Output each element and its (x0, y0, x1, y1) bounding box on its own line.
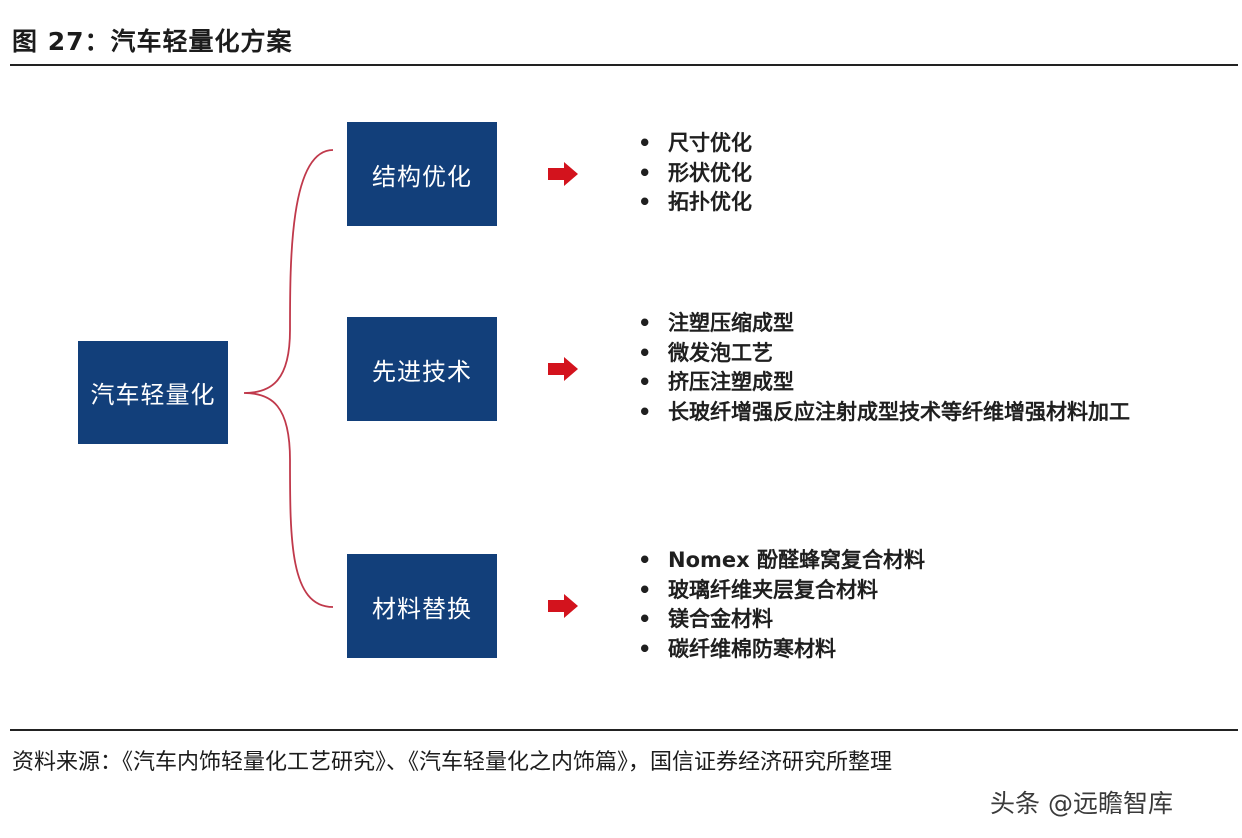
bullet-icon: • (638, 190, 652, 214)
list-item: •尺寸优化 (636, 129, 752, 159)
bottom-divider (10, 729, 1238, 731)
bullet-icon: • (638, 548, 652, 572)
root-node: 汽车轻量化 (78, 341, 228, 444)
bullet-icon: • (638, 370, 652, 394)
list-item: •碳纤维棉防寒材料 (636, 635, 925, 665)
figure-title: 图 27：汽车轻量化方案 (12, 27, 293, 56)
top-divider (10, 64, 1238, 66)
list-item: •Nomex 酚醛蜂窝复合材料 (636, 546, 925, 576)
list-item: •形状优化 (636, 159, 752, 189)
bullet-icon: • (638, 160, 652, 185)
arrow-right-icon (548, 162, 578, 186)
list-item: •玻璃纤维夹层复合材料 (636, 576, 925, 606)
list-item: •镁合金材料 (636, 605, 925, 635)
material-item-list: •Nomex 酚醛蜂窝复合材料 •玻璃纤维夹层复合材料 •镁合金材料 •碳纤维棉… (636, 546, 925, 664)
bullet-icon: • (638, 131, 652, 155)
list-item: •长玻纤增强反应注射成型技术等纤维增强材料加工 (636, 398, 1130, 428)
bullet-icon: • (638, 607, 652, 631)
list-item: •挤压注塑成型 (636, 368, 1130, 398)
source-note: 资料来源：《汽车内饰轻量化工艺研究》、《汽车轻量化之内饰篇》，国信证券经济研究所… (12, 750, 893, 775)
list-item: •拓扑优化 (636, 188, 752, 218)
bullet-icon: • (638, 311, 652, 335)
brace-path (243, 149, 334, 608)
list-item: •微发泡工艺 (636, 339, 1130, 369)
branch-node-technology: 先进技术 (347, 317, 497, 421)
bullet-icon: • (638, 340, 652, 365)
arrow-right-icon (548, 357, 578, 381)
technology-item-list: •注塑压缩成型 •微发泡工艺 •挤压注塑成型 •长玻纤增强反应注射成型技术等纤维… (636, 309, 1130, 427)
arrow-right-icon (548, 594, 578, 618)
watermark: 头条 @远瞻智库 (990, 789, 1173, 818)
branch-node-structure: 结构优化 (347, 122, 497, 226)
list-item: •注塑压缩成型 (636, 309, 1130, 339)
structure-item-list: •尺寸优化 •形状优化 •拓扑优化 (636, 129, 752, 218)
branch-node-material: 材料替换 (347, 554, 497, 658)
bullet-icon: • (638, 577, 652, 602)
bullet-icon: • (638, 636, 652, 661)
bullet-icon: • (638, 399, 652, 424)
